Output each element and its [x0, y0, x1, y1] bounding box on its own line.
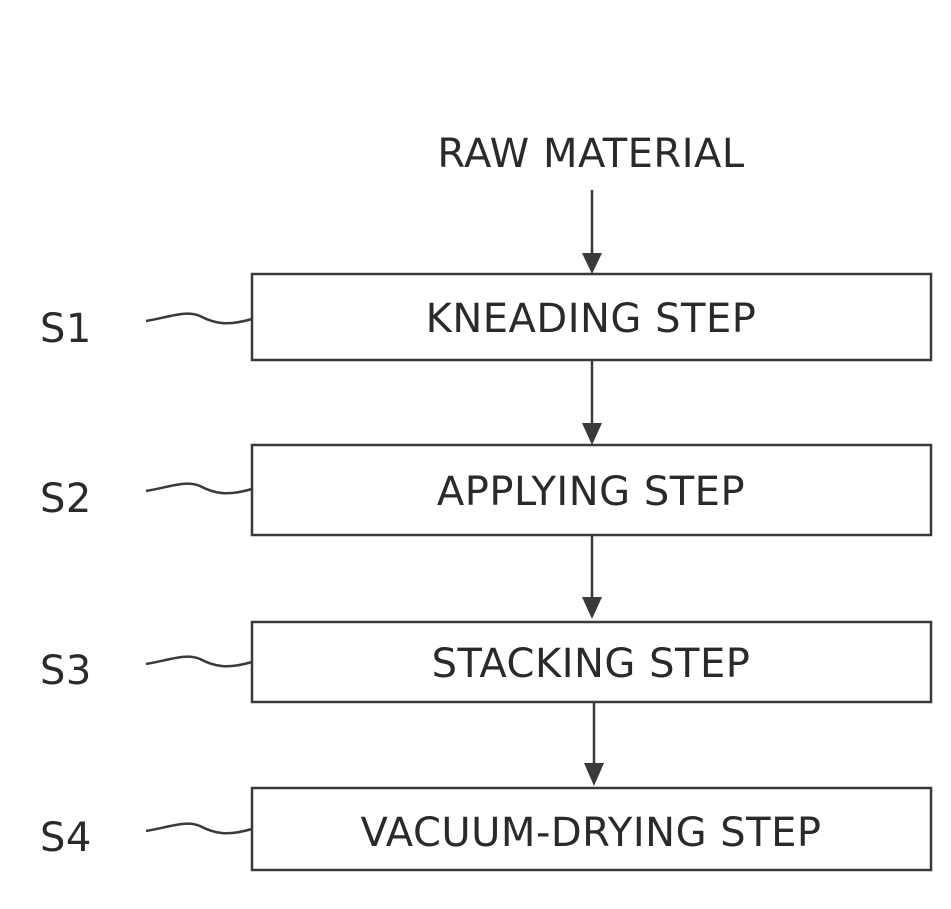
step-s1-leader — [146, 314, 252, 324]
step-s4: S4 VACUUM-DRYING STEP — [40, 788, 931, 870]
step-s3-label: STACKING STEP — [432, 641, 751, 687]
step-s3-leader — [146, 657, 252, 667]
arrow-s2-to-s3 — [582, 535, 602, 619]
step-s4-leader — [146, 824, 252, 834]
step-s4-id: S4 — [40, 815, 92, 861]
step-s3: S3 STACKING STEP — [40, 622, 931, 702]
step-s2-leader — [146, 484, 252, 494]
step-s1-label: KNEADING STEP — [426, 296, 757, 342]
step-s1: S1 KNEADING STEP — [40, 274, 931, 360]
arrow-s3-to-s4 — [584, 702, 604, 786]
step-s4-label: VACUUM-DRYING STEP — [360, 810, 821, 856]
step-s1-id: S1 — [40, 306, 92, 352]
step-s3-id: S3 — [40, 648, 92, 694]
arrow-s1-to-s2 — [582, 360, 602, 445]
step-s2: S2 APPLYING STEP — [40, 445, 931, 535]
step-s2-label: APPLYING STEP — [437, 469, 745, 515]
step-s2-id: S2 — [40, 476, 92, 522]
arrow-input-to-s1 — [582, 190, 602, 274]
raw-material-label: RAW MATERIAL — [437, 131, 745, 177]
